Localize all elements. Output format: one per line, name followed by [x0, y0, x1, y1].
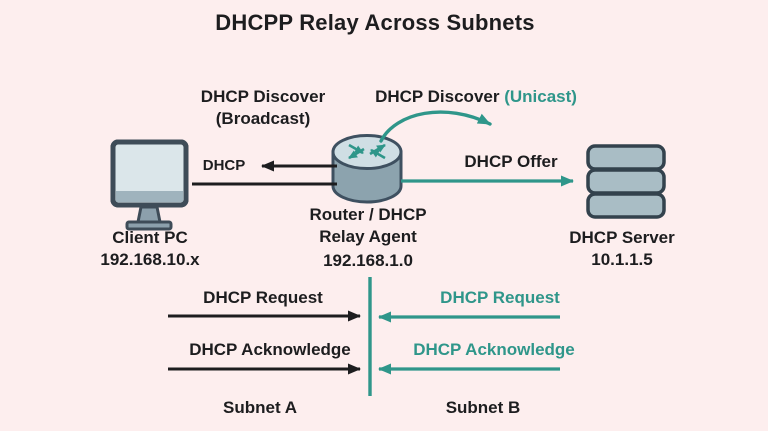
acknowledge-right-label: DHCP Acknowledge	[413, 340, 575, 359]
request-right-label: DHCP Request	[440, 288, 560, 307]
router-label-line1: Router / DHCP	[309, 205, 427, 224]
discover-unicast-arrow	[379, 110, 492, 143]
client-pc-label: Client PC	[112, 228, 188, 247]
discover-broadcast-line2: (Broadcast)	[215, 109, 311, 128]
discover-broadcast-label: DHCP Discover (Broadcast)	[201, 86, 325, 130]
router-address: 192.168.1.0	[323, 251, 413, 270]
discover-broadcast-line1: DHCP Discover	[200, 87, 326, 106]
router-label-line2: Relay Agent	[319, 227, 417, 246]
discover-unicast-highlight: (Unicast)	[504, 87, 577, 106]
router-cylinder-icon	[331, 134, 403, 204]
server-stack-icon	[586, 144, 666, 219]
acknowledge-left-label: DHCP Acknowledge	[189, 340, 351, 359]
diagram-title: DHCPP Relay Across Subnets	[215, 10, 535, 35]
dhcp-offer-label: DHCP Offer	[464, 152, 558, 171]
client-pc-address: 192.168.10.x	[100, 250, 200, 269]
desktop-monitor-icon	[110, 139, 189, 231]
request-left-label: DHCP Request	[203, 288, 323, 307]
discover-unicast-text: DHCP Discover	[375, 87, 505, 106]
router-crossed-arrows-icon	[348, 143, 386, 160]
dhcp-short-label: DHCP	[202, 157, 246, 174]
dhcp-server-address: 10.1.1.5	[591, 250, 653, 269]
subnet-b-label: Subnet B	[445, 398, 521, 417]
router-label: Router / DHCP Relay Agent	[309, 204, 426, 248]
discover-unicast-label: DHCP Discover (Unicast)	[375, 86, 577, 108]
subnet-a-label: Subnet A	[223, 398, 297, 417]
dhcp-server-label: DHCP Server	[569, 228, 675, 247]
